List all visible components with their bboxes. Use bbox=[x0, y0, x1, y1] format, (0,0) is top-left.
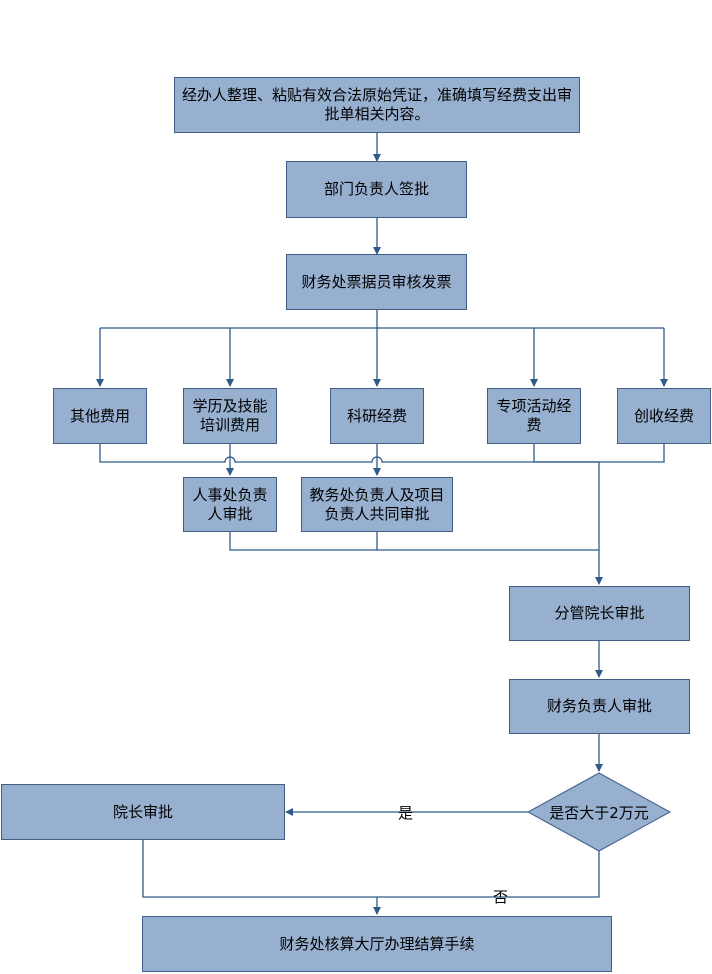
step-prepare-voucher-label: 经办人整理、粘贴有效合法原始凭证，准确填写经费支出审批单相关内容。 bbox=[181, 86, 572, 123]
merge-line-special bbox=[533, 444, 599, 463]
category-training: 学历及技能培训费用 bbox=[183, 388, 277, 444]
step-finance-head-approval: 财务负责人审批 bbox=[509, 679, 690, 734]
step-prepare-voucher: 经办人整理、粘贴有效合法原始凭证，准确填写经费支出审批单相关内容。 bbox=[174, 77, 580, 133]
step-vice-president-approval-label: 分管院长审批 bbox=[554, 604, 645, 622]
step-settlement-label: 财务处核算大厅办理结算手续 bbox=[279, 934, 475, 953]
merge-line-income bbox=[599, 444, 665, 463]
merge-line-n9 bbox=[229, 532, 599, 551]
edge-label-yes: 是 bbox=[398, 804, 414, 822]
step-settlement: 财务处核算大厅办理结算手续 bbox=[142, 916, 612, 972]
decision-diamond bbox=[526, 772, 672, 852]
step-hr-approval: 人事处负责人审批 bbox=[183, 477, 277, 532]
step-finance-head-approval-label: 财务负责人审批 bbox=[546, 697, 652, 715]
category-research-label: 科研经费 bbox=[346, 406, 407, 425]
category-research: 科研经费 bbox=[330, 388, 424, 444]
step-vice-president-approval: 分管院长审批 bbox=[509, 586, 690, 641]
decision-amount-label: 是否大于2万元 bbox=[528, 795, 670, 829]
step-academic-approval: 教务处负责人及项目负责人共同审批 bbox=[301, 477, 453, 532]
step-department-sign: 部门负责人签批 bbox=[286, 161, 467, 218]
edge-label-no: 否 bbox=[493, 888, 509, 906]
category-special-activity: 专项活动经费 bbox=[487, 388, 581, 444]
merge-line-other bbox=[99, 444, 599, 463]
decision-amount-text: 是否大于2万元 bbox=[549, 803, 649, 822]
step-department-sign-label: 部门负责人签批 bbox=[323, 180, 429, 198]
step-invoice-review: 财务处票据员审核发票 bbox=[286, 254, 467, 310]
category-training-label: 学历及技能培训费用 bbox=[192, 397, 268, 434]
step-hr-approval-label: 人事处负责人审批 bbox=[192, 485, 268, 523]
line-no bbox=[377, 851, 600, 898]
category-other: 其他费用 bbox=[53, 388, 147, 444]
category-other-label: 其他费用 bbox=[69, 406, 130, 425]
category-income: 创收经费 bbox=[617, 388, 711, 444]
step-invoice-review-label: 财务处票据员审核发票 bbox=[301, 272, 452, 291]
step-president-approval-label: 院长审批 bbox=[112, 802, 173, 821]
step-president-approval: 院长审批 bbox=[1, 784, 285, 840]
category-special-activity-label: 专项活动经费 bbox=[496, 397, 572, 434]
step-academic-approval-label: 教务处负责人及项目负责人共同审批 bbox=[309, 485, 445, 523]
category-income-label: 创收经费 bbox=[633, 406, 694, 425]
line-n14 bbox=[142, 840, 377, 898]
